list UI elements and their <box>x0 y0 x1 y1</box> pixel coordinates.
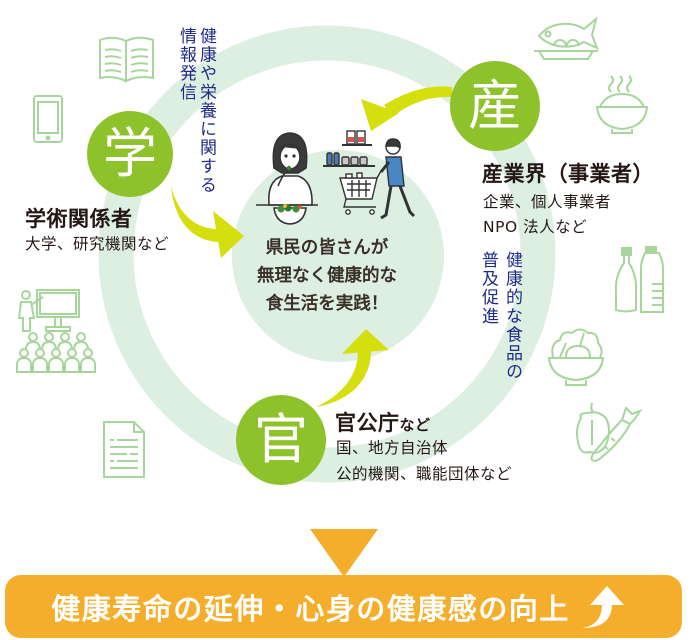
store-shelf-illustration <box>323 130 375 167</box>
tablet-icon <box>33 95 63 143</box>
up-arrow-icon <box>581 585 624 628</box>
node-kan-desc-2: 公的機関、職能団体など <box>336 465 513 483</box>
node-kan-title-main: 官公庁 <box>335 411 400 435</box>
woman-eating-illustration <box>256 132 318 225</box>
fish-plate-icon <box>534 16 599 60</box>
bottles-icon <box>614 246 664 313</box>
flow-gaku-caption-col1: 健康や栄養に関する <box>196 27 216 195</box>
outcome-label: 健康寿命の延伸・心身の健康感の向上 <box>51 591 570 626</box>
center-message-line-1: 県民の皆さんが <box>265 238 389 258</box>
node-gaku-symbol: 学 <box>103 122 157 185</box>
center-message-line-3: 食生活を実践！ <box>265 294 389 314</box>
node-kan-circle: 官 <box>236 395 326 485</box>
node-gaku-circle: 学 <box>87 111 173 197</box>
down-triangle-icon <box>310 529 378 577</box>
node-kan-symbol: 官 <box>254 408 308 471</box>
arrow-kan-to-center <box>316 329 389 407</box>
center-message-line-2: 無理なく健康的な <box>257 266 397 286</box>
arrow-gaku-to-center <box>171 186 244 258</box>
salad-bowl-icon <box>547 328 605 386</box>
cycle-ring <box>98 25 556 483</box>
arrow-san-to-center <box>361 86 452 131</box>
pepper-carrot-icon <box>576 402 643 462</box>
node-san-symbol: 産 <box>468 74 522 137</box>
flow-gaku-caption-col2: 情報発信 <box>176 27 196 102</box>
lecture-class-icon <box>16 289 96 373</box>
rice-bowl-icon <box>595 75 649 134</box>
node-kan-title: 官公庁など <box>335 407 431 437</box>
flow-san-caption-col2: 普及促進 <box>478 251 498 326</box>
node-kan-desc-1: 国、地方自治体 <box>336 439 449 457</box>
node-san-desc-2: NPO 法人など <box>483 218 588 236</box>
document-icon <box>103 421 145 478</box>
open-book-icon <box>99 36 154 83</box>
flow-san-caption-col1: 健康的な食品の <box>502 251 522 382</box>
man-shopping-cart-illustration <box>339 138 416 220</box>
outcome-banner: 健康寿命の延伸・心身の健康感の向上 <box>5 575 682 638</box>
node-san-circle: 産 <box>450 61 540 151</box>
node-san-desc-1: 企業、個人事業者 <box>483 193 612 211</box>
node-kan-title-suffix: など <box>399 416 431 434</box>
node-gaku-title: 学術関係者 <box>25 207 133 231</box>
node-gaku-desc: 大学、研究機関など <box>25 235 170 253</box>
node-san-title: 産業界（事業者） <box>482 162 654 186</box>
center-message: 県民の皆さんが 無理なく健康的な 食生活を実践！ <box>222 234 432 318</box>
